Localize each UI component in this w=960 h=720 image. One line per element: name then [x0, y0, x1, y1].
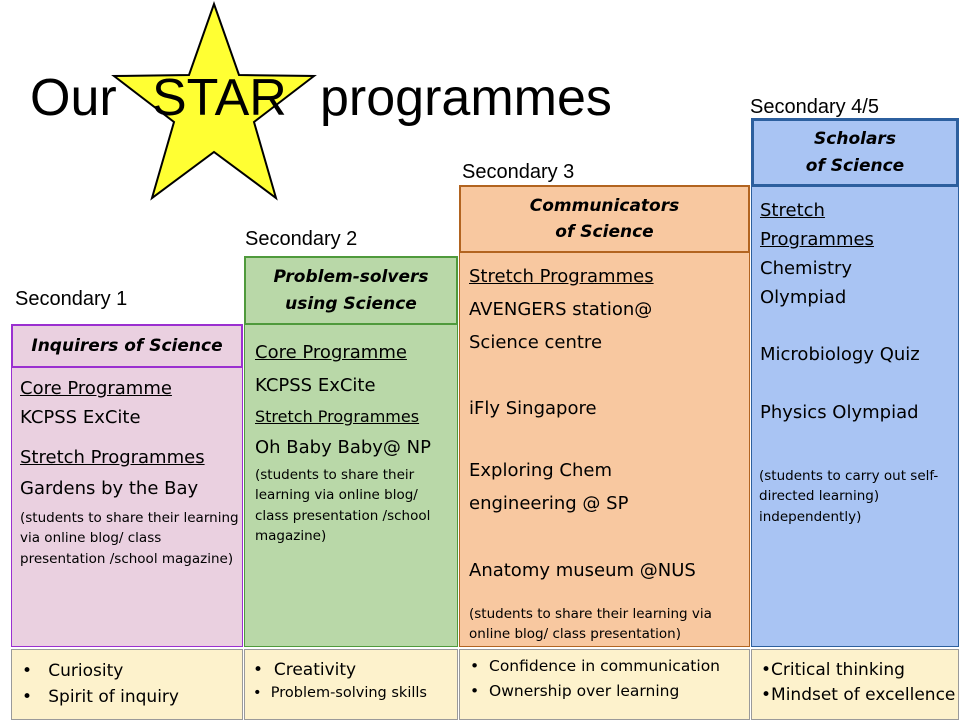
sec3-item-1: AVENGERS station@ — [469, 299, 653, 320]
title-programmes: programmes — [320, 69, 612, 127]
value-sec2-1: • Creativity — [253, 660, 357, 680]
sec3-stretch-label: Stretch Programmes — [469, 266, 654, 287]
value-sec1-1: • Curiosity — [22, 661, 124, 681]
value-sec1-2: • Spirit of inquiry — [22, 687, 179, 707]
value-sec3-2: • Ownership over learning — [470, 682, 680, 700]
sec1-core-label: Core Programme — [20, 378, 172, 399]
sec2-note: (students to share their learning via on… — [255, 467, 431, 544]
sec2-stretch-item: Oh Baby Baby@ NP — [255, 437, 431, 458]
heading-sec1-text: Inquirers of Science — [31, 335, 223, 356]
sec1-core-item: KCPSS ExCite — [20, 407, 141, 428]
level-label-sec1: Secondary 1 — [15, 288, 128, 310]
sec1-note: (students to share their learning via on… — [20, 510, 239, 567]
sec45-note: (students to carry out self-directed lea… — [759, 468, 939, 525]
column-sec45 — [751, 118, 959, 647]
sec2-stretch-label: Stretch Programmes — [255, 407, 420, 426]
sec45-item-3: Microbiology Quiz — [760, 344, 920, 365]
star-shape — [111, 0, 317, 201]
sec3-item-4: Exploring Chem — [469, 460, 613, 481]
sec3-item-3: iFly Singapore — [469, 398, 597, 419]
values-sec3: • Confidence in communication • Ownershi… — [459, 649, 750, 720]
sec3-item-6: Anatomy museum @NUS — [469, 560, 696, 581]
title-our: Our — [30, 69, 117, 127]
heading-sec3-line1: Communicators — [529, 195, 680, 216]
heading-sec3: Communicators of Science — [459, 185, 750, 253]
heading-sec45: Scholars of Science — [751, 118, 959, 187]
sec45-item-2: Olympiad — [760, 287, 847, 308]
sec2-core-label: Core Programme — [255, 342, 407, 363]
heading-sec2-line1: Problem-solvers — [273, 267, 429, 288]
values-sec1: • Curiosity • Spirit of inquiry — [11, 649, 243, 720]
sec45-item-4: Physics Olympiad — [760, 402, 919, 423]
values-sec45: •Critical thinking •Mindset of excellenc… — [751, 649, 959, 720]
heading-sec45-line2: of Science — [805, 155, 905, 176]
value-sec45-2: •Mindset of excellence — [761, 685, 956, 705]
title-star: STAR — [152, 69, 287, 127]
sec45-item-1: Chemistry — [760, 258, 853, 279]
level-label-sec2: Secondary 2 — [245, 228, 358, 250]
column-sec1 — [11, 324, 243, 647]
sec3-item-2: Science centre — [469, 332, 603, 353]
values-sec2: • Creativity • Problem-solving skills — [244, 649, 458, 720]
heading-sec3-line2: of Science — [555, 222, 654, 242]
sec3-note: (students to share their learning via on… — [469, 606, 712, 643]
level-label-sec3: Secondary 3 — [462, 161, 575, 183]
heading-sec1: Inquirers of Science — [11, 324, 243, 368]
value-sec45-1: •Critical thinking — [761, 660, 905, 680]
sec2-core-item: KCPSS ExCite — [255, 375, 376, 396]
sec1-stretch-item: Gardens by the Bay — [20, 478, 199, 499]
column-sec3 — [459, 185, 750, 647]
heading-sec45-line1: Scholars — [814, 129, 896, 150]
sec3-item-5: engineering @ SP — [469, 493, 629, 514]
value-sec2-2: • Problem-solving skills — [253, 685, 427, 701]
heading-sec2-line2: using Science — [285, 293, 417, 314]
sec1-stretch-label: Stretch Programmes — [20, 447, 205, 468]
sec45-stretch-label-2: Programmes — [760, 229, 874, 250]
value-sec3-1: • Confidence in communication — [470, 657, 721, 675]
heading-sec2: Problem-solvers using Science — [244, 256, 458, 325]
sec45-stretch-label-1: Stretch — [760, 200, 825, 221]
level-label-sec45: Secondary 4/5 — [750, 96, 879, 118]
